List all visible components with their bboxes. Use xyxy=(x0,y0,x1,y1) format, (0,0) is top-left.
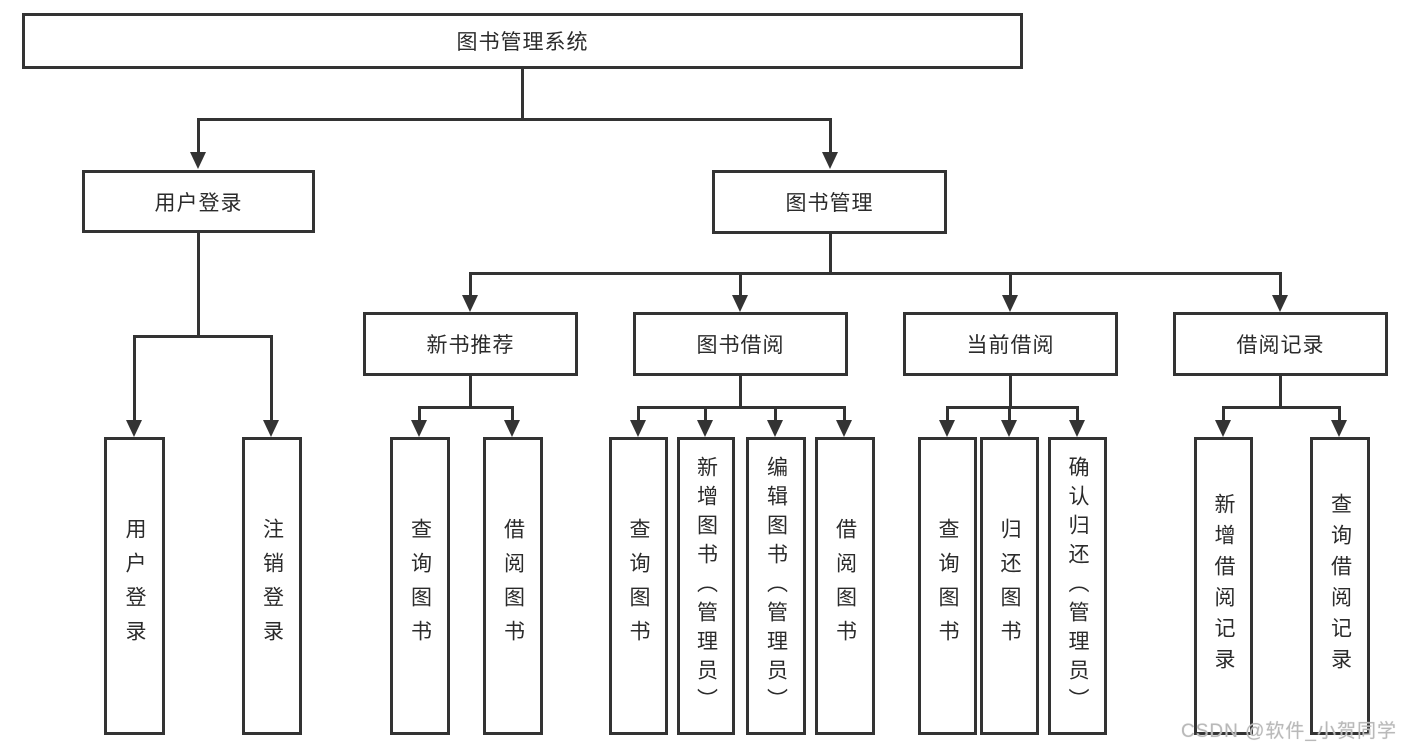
arrow-down-leaf-12 xyxy=(1215,406,1231,437)
arrow-down-leaf-9 xyxy=(939,406,955,437)
leaf-query-book-recommend: 查询图书 xyxy=(390,437,450,735)
leaf-borrow-book: 借阅图书 xyxy=(815,437,875,735)
arrow-down-current-borrow xyxy=(1002,272,1018,312)
node-current-borrow-label: 当前借阅 xyxy=(966,334,1055,357)
edge-current-borrow-stem xyxy=(1009,376,1012,406)
arrow-down-leaf-7 xyxy=(767,406,783,437)
node-book-mgmt-label: 图书管理 xyxy=(785,192,874,215)
node-new-books: 新书推荐 xyxy=(363,312,578,376)
edge-new-books-stem xyxy=(469,376,472,406)
leaf-add-book-admin: 新增图书（管理员） xyxy=(677,437,735,735)
arrow-down-leaf-login xyxy=(126,335,142,437)
leaf-query-book-borrow: 查询图书 xyxy=(609,437,668,735)
leaf-add-borrow-record-label: 新增借阅记录 xyxy=(1212,493,1235,679)
node-root: 图书管理系统 xyxy=(22,13,1023,69)
edge-book-borrow-stem xyxy=(739,376,742,406)
node-borrow-records-label: 借阅记录 xyxy=(1236,334,1325,357)
leaf-edit-book-admin: 编辑图书（管理员） xyxy=(746,437,806,735)
csdn-watermark: CSDN @软件_小贺同学 xyxy=(1181,721,1397,742)
arrow-down-leaf-6 xyxy=(697,406,713,437)
edge-book-borrow-hbar xyxy=(637,406,845,409)
edge-book-mgmt-hbar xyxy=(469,272,1281,275)
leaf-logout-label: 注销登录 xyxy=(260,518,284,654)
node-root-label: 图书管理系统 xyxy=(456,31,589,54)
leaf-confirm-return-admin-label: 确认归还（管理员） xyxy=(1066,455,1089,717)
leaf-query-book-recommend-label: 查询图书 xyxy=(408,518,432,654)
node-book-borrow-label: 图书借阅 xyxy=(696,334,785,357)
node-borrow-records: 借阅记录 xyxy=(1173,312,1388,376)
arrow-down-book-mgmt xyxy=(822,118,838,169)
edge-book-mgmt-stem xyxy=(829,234,832,272)
node-user-login: 用户登录 xyxy=(82,170,315,233)
arrow-down-leaf-13 xyxy=(1331,406,1347,437)
leaf-return-book: 归还图书 xyxy=(980,437,1039,735)
leaf-user-login: 用户登录 xyxy=(104,437,165,735)
arrow-down-leaf-11 xyxy=(1069,406,1085,437)
node-new-books-label: 新书推荐 xyxy=(426,334,515,357)
edge-root-stem xyxy=(521,69,524,118)
edge-new-books-hbar xyxy=(418,406,514,409)
leaf-add-borrow-record: 新增借阅记录 xyxy=(1194,437,1253,735)
edge-borrow-records-hbar xyxy=(1222,406,1340,409)
leaf-borrow-book-label: 借阅图书 xyxy=(833,518,857,654)
arrow-down-borrow-records xyxy=(1272,272,1288,312)
leaf-query-borrow-record-label: 查询借阅记录 xyxy=(1328,493,1352,679)
arrow-down-new-books xyxy=(462,272,478,312)
edge-user-login-hbar xyxy=(133,335,273,338)
leaf-query-book-borrow-label: 查询图书 xyxy=(627,518,650,654)
node-book-mgmt: 图书管理 xyxy=(712,170,947,234)
arrow-down-leaf-4 xyxy=(504,406,520,437)
arrow-down-user-login xyxy=(190,118,206,169)
leaf-borrow-book-recommend-label: 借阅图书 xyxy=(501,518,525,654)
arrow-down-leaf-logout xyxy=(263,335,279,437)
edge-user-login-stem xyxy=(197,233,200,335)
arrow-down-leaf-10 xyxy=(1001,406,1017,437)
leaf-logout: 注销登录 xyxy=(242,437,302,735)
arrow-down-leaf-8 xyxy=(836,406,852,437)
arrow-down-leaf-3 xyxy=(411,406,427,437)
leaf-return-book-label: 归还图书 xyxy=(998,518,1021,654)
leaf-query-book-current: 查询图书 xyxy=(918,437,977,735)
edge-borrow-records-stem xyxy=(1279,376,1282,406)
node-book-borrow: 图书借阅 xyxy=(633,312,848,376)
leaf-query-borrow-record: 查询借阅记录 xyxy=(1310,437,1370,735)
leaf-add-book-admin-label: 新增图书（管理员） xyxy=(694,455,718,717)
arrow-down-leaf-5 xyxy=(630,406,646,437)
leaf-edit-book-admin-label: 编辑图书（管理员） xyxy=(764,455,788,717)
leaf-borrow-book-recommend: 借阅图书 xyxy=(483,437,543,735)
edge-current-borrow-hbar xyxy=(946,406,1078,409)
leaf-query-book-current-label: 查询图书 xyxy=(936,518,959,654)
edge-root-hbar xyxy=(197,118,831,121)
leaf-confirm-return-admin: 确认归还（管理员） xyxy=(1048,437,1107,735)
node-current-borrow: 当前借阅 xyxy=(903,312,1118,376)
leaf-user-login-label: 用户登录 xyxy=(123,518,146,654)
arrow-down-book-borrow xyxy=(732,272,748,312)
node-user-login-label: 用户登录 xyxy=(154,191,243,215)
